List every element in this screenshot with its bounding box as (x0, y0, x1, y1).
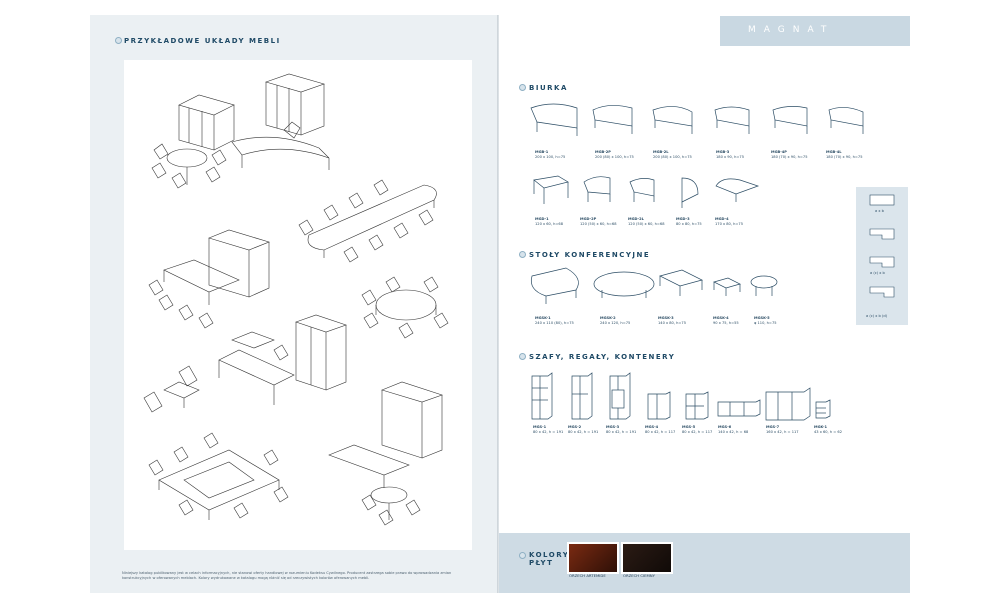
conference-table-icon (530, 267, 579, 304)
conference-table-long (298, 179, 437, 263)
desk-round-group (328, 444, 421, 526)
cabinets-drawings (531, 372, 831, 421)
section-title-stoly: STOŁY KONFERENCYJNE (529, 251, 651, 259)
footer-line: konstrukcyjnych w oferowanych meblach. K… (122, 576, 370, 580)
meeting-table-group (148, 259, 240, 329)
legend-label: a (c) x b (870, 271, 885, 275)
cabinet-group-1 (178, 94, 235, 151)
footer-line: Niniejszy katalog publikowany jest w cel… (122, 571, 452, 575)
round-conference-group (361, 276, 449, 339)
desks-row2-drawings (533, 175, 760, 208)
curved-desk-group (231, 121, 330, 170)
desk-icon (652, 106, 693, 134)
desk-icon (592, 105, 633, 134)
color-swatch-orzech-ciemny (621, 542, 673, 574)
tables-drawings (530, 267, 778, 304)
cabinet-icon (571, 372, 593, 420)
cabinet-icon (685, 391, 709, 420)
rect-table-icon (659, 269, 703, 296)
dimension-legend: a x b a (c) x b a (c) x b (d) (856, 187, 908, 325)
wide-cabinet-icon (765, 387, 811, 421)
small-desk-icon (533, 175, 569, 204)
layouts-illustration (124, 60, 472, 550)
desk-icon (530, 103, 578, 136)
low-cabinet-icon (717, 399, 761, 417)
legend-label: a x b (875, 209, 884, 213)
oval-table-icon (593, 271, 655, 298)
small-desk-icon (715, 178, 760, 202)
small-desk-icon (629, 178, 655, 202)
bullet-icon (115, 37, 122, 44)
cabinet-icon (531, 372, 553, 420)
office-desk-group (218, 331, 295, 405)
bullet-icon (519, 552, 526, 559)
bullet-icon (519, 353, 526, 360)
cabinet-icon (647, 391, 671, 420)
bullet-icon (519, 84, 526, 91)
brand-title: MAGNAT (748, 25, 835, 35)
color-swatch-orzech-artemide (567, 542, 619, 574)
cabinet-group-4 (295, 314, 347, 391)
legend-label: a (c) x b (d) (866, 314, 888, 318)
bullet-icon (519, 251, 526, 258)
kolory-title-line1: KOLORY (529, 551, 570, 559)
lounge-group (143, 365, 200, 413)
section-title-kolory: KOLORY PŁYT (529, 551, 569, 567)
swatch-label: ORZECH ARTEMIDE (569, 573, 606, 578)
section-title-layouts: PRZYKŁADOWE UKŁADY MEBLI (124, 37, 281, 45)
square-table-group (148, 432, 289, 520)
small-desk-icon (681, 177, 699, 208)
round-table-icon (750, 275, 778, 296)
section-title-szafy: SZAFY, REGAŁY, KONTENERY (529, 353, 676, 361)
round-table-group (151, 143, 227, 189)
small-desk-icon (583, 176, 611, 202)
desk-icon (772, 106, 808, 134)
desk-icon (828, 107, 864, 134)
footer-disclaimer: Niniejszy katalog publikowany jest w cel… (122, 571, 482, 581)
legend-drawings (869, 194, 895, 298)
cabinet-group-3 (208, 229, 270, 298)
cabinet-group-5 (381, 381, 443, 459)
desk-icon (714, 106, 750, 134)
desks-row1-drawings (530, 103, 864, 136)
cabinet-icon (609, 372, 631, 420)
coffee-table-icon (713, 277, 741, 296)
kolory-title-line2: PŁYT (529, 559, 554, 567)
container-icon (815, 399, 831, 419)
cabinet-group-2 (265, 73, 325, 136)
swatch-label: ORZECH CIEMNY (623, 573, 655, 578)
section-title-biurka: BIURKA (529, 84, 568, 92)
brand-banner: MAGNAT (720, 16, 910, 46)
